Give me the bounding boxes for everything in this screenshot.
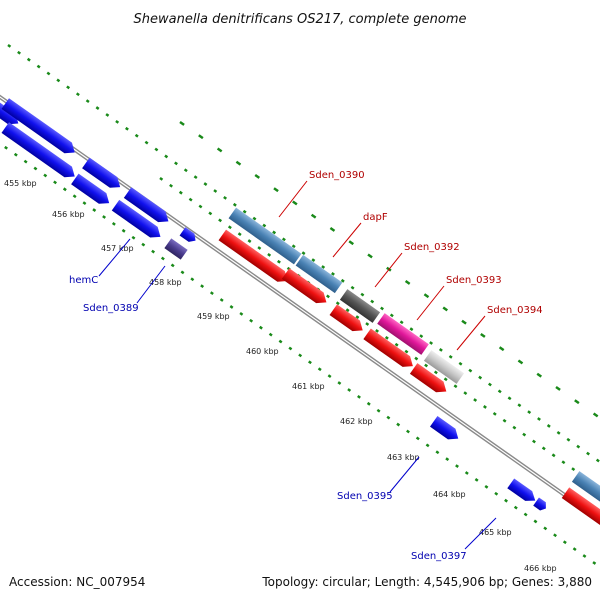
feature-red-2[interactable] (281, 268, 330, 307)
feature-red-5[interactable] (409, 363, 450, 397)
feature-top-left-b[interactable] (1, 98, 79, 158)
tick-track-1 (7, 43, 600, 464)
feature-upper-blue-2[interactable] (71, 173, 113, 209)
tick-label-457: 457 kbp (101, 244, 134, 253)
tick-label-465: 465 kbp (479, 528, 512, 537)
gene-label-sden-0392[interactable]: Sden_0392 (404, 242, 460, 253)
gene-label-hemc[interactable]: hemC (69, 275, 98, 286)
tick-label-464: 464 kbp (433, 490, 466, 499)
feature-blue-lower-a[interactable] (507, 478, 538, 505)
feature-sden-0389[interactable] (164, 238, 188, 260)
accession-text: Accession: NC_007954 (9, 575, 145, 589)
feature-upper-blue-3[interactable] (123, 187, 172, 226)
tick-tracks (0, 43, 600, 569)
feature-sden-0393[interactable] (377, 313, 429, 355)
tick-track-2 (0, 141, 600, 569)
tick-track-3 (179, 120, 600, 420)
tick-label-458: 458 kbp (149, 278, 182, 287)
genome-summary-text: Topology: circular; Length: 4,545,906 bp… (261, 575, 592, 589)
gene-label-sden-0390[interactable]: Sden_0390 (309, 170, 365, 181)
gene-label-sden-0393[interactable]: Sden_0393 (446, 275, 502, 286)
tick-label-461: 461 kbp (292, 382, 325, 391)
tick-label-463: 463 kbp (387, 453, 420, 462)
tick-label-456: 456 kbp (52, 210, 85, 219)
feature-sden-0392[interactable] (339, 289, 381, 323)
map-title: Shewanella denitrificans OS217, complete… (134, 12, 467, 27)
feature-sden-0397[interactable] (533, 497, 549, 512)
feature-right-red[interactable] (561, 487, 600, 532)
tick-label-459: 459 kbp (197, 312, 230, 321)
tick-label-460: 460 kbp (246, 347, 279, 356)
feature-upper-blue-1[interactable] (82, 157, 124, 193)
feature-right-steel[interactable] (571, 471, 600, 505)
tick-label-462: 462 kbp (340, 417, 373, 426)
tick-label-466: 466 kbp (524, 564, 557, 573)
gene-labels: Sden_0390 dapF Sden_0392 Sden_0393 Sden_… (69, 170, 543, 562)
feature-red-1[interactable] (218, 229, 292, 287)
feature-sden-0394[interactable] (423, 350, 465, 384)
feature-blue-small[interactable] (179, 227, 199, 244)
feature-sden-0390[interactable] (228, 207, 302, 265)
scale-tick-labels: 455 kbp 456 kbp 457 kbp 458 kbp 459 kbp … (4, 179, 557, 573)
feature-red-4[interactable] (363, 328, 416, 372)
gene-label-sden-0397[interactable]: Sden_0397 (411, 551, 467, 562)
feature-top-left-a[interactable] (0, 95, 22, 129)
gene-features (0, 95, 600, 532)
feature-dapf[interactable] (295, 254, 343, 294)
gene-label-sden-0395[interactable]: Sden_0395 (337, 491, 393, 502)
label-leader-lines (98, 180, 497, 550)
tick-track-4 (159, 176, 600, 490)
tick-label-455: 455 kbp (4, 179, 37, 188)
feature-sden-0395[interactable] (429, 416, 462, 444)
feature-upper-blue-4[interactable] (111, 199, 164, 242)
gene-label-dapf[interactable]: dapF (363, 212, 388, 223)
gene-label-sden-0394[interactable]: Sden_0394 (487, 305, 543, 316)
feature-red-3[interactable] (329, 304, 367, 335)
feature-top-left-c[interactable] (1, 122, 79, 182)
gene-label-sden-0389[interactable]: Sden_0389 (83, 303, 139, 314)
